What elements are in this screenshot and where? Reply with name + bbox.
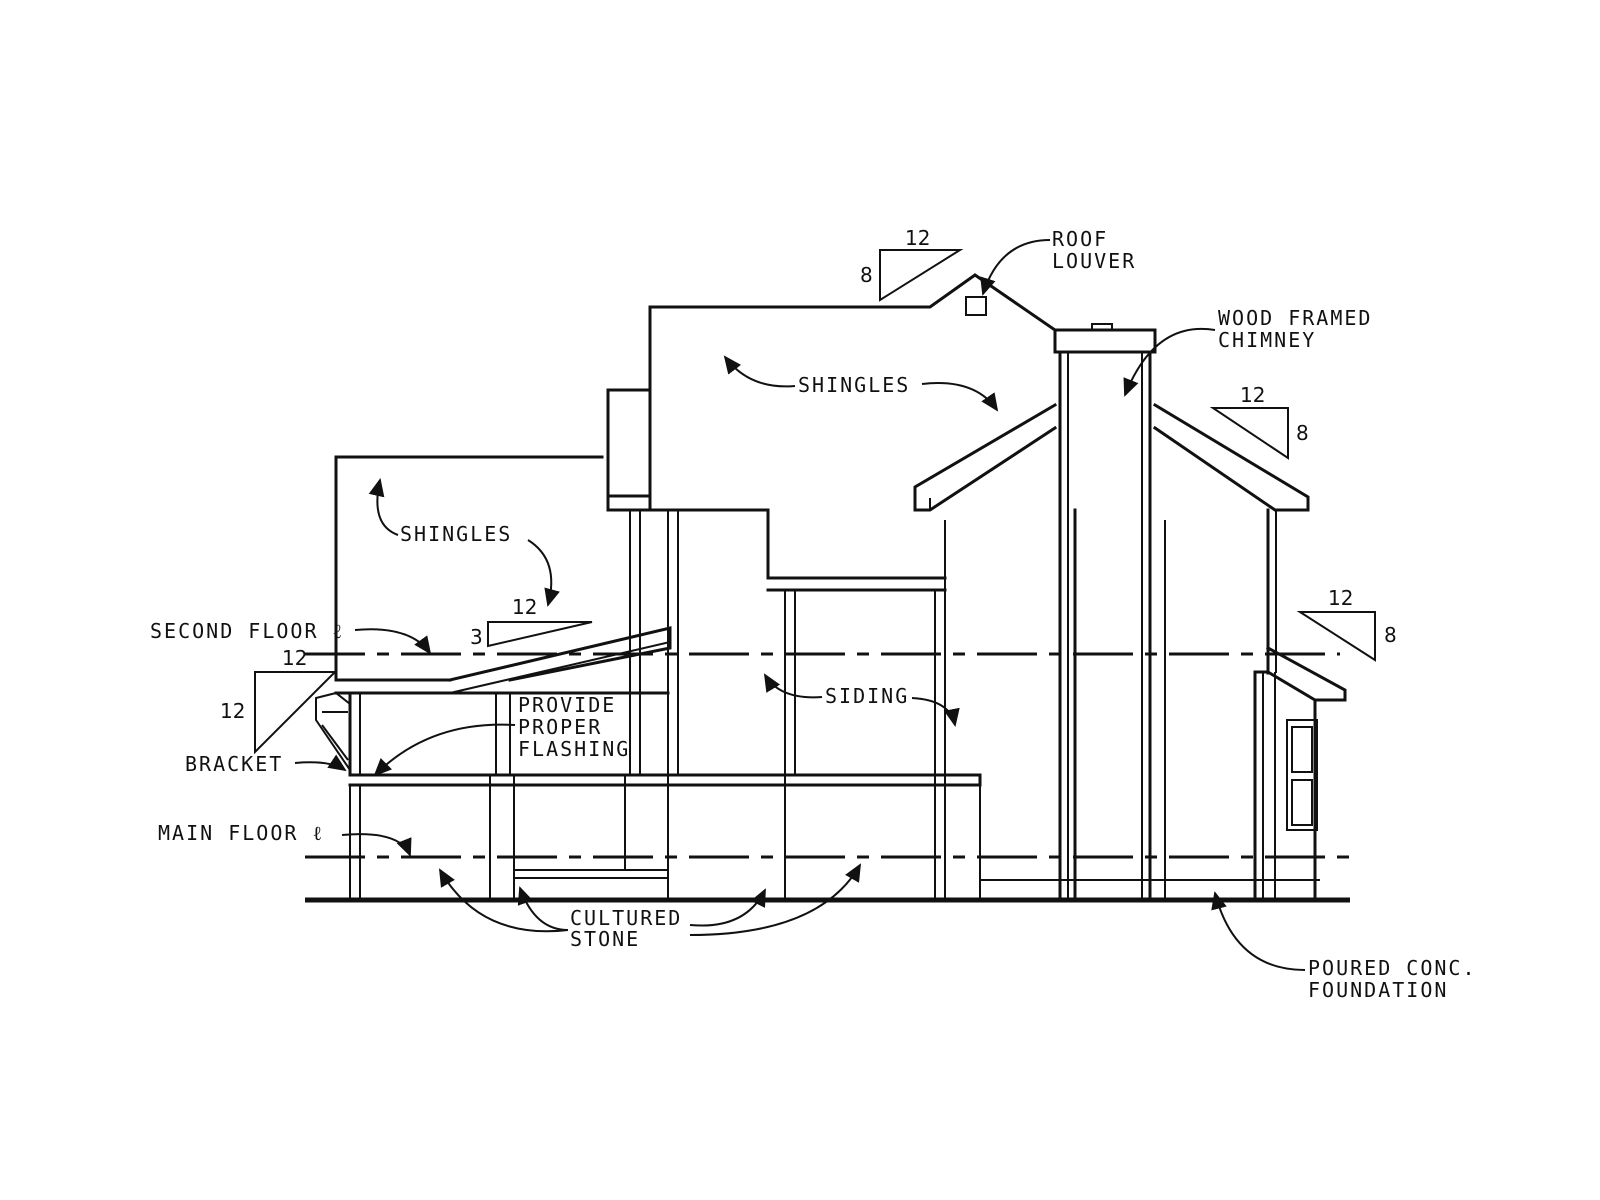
siding-label: SIDING [825,684,909,708]
pitch-main-roof: 12 8 [860,226,964,302]
roof-louver-label: ROOF [1052,227,1108,251]
cultured-stone-label-2: STONE [570,927,640,951]
porch [348,626,982,901]
left-wing [315,455,670,777]
pitch-right-wing: 12 8 [1296,586,1397,662]
gable-wing [913,402,1320,902]
flashing-label-1: PROVIDE [518,693,616,717]
pitch-run-label: 12 [1240,383,1265,407]
pitch-run-label: 12 [1328,586,1353,610]
pitch-run-label: 12 [282,646,307,670]
roof-louver-label-2: LOUVER [1052,249,1136,273]
pitch-porch-roof: 12 3 [470,595,593,649]
shingles-upper-label: SHINGLES [798,373,910,397]
pitch-rise-label: 8 [860,263,873,287]
pitch-rise-label: 12 [220,699,245,723]
pitch-chimney-gable: 12 8 [1209,383,1309,460]
leader-lines [294,239,1306,971]
pitch-rise-label: 8 [1384,623,1397,647]
bracket-label: BRACKET [185,752,283,776]
cultured-stone-label: CULTURED [570,906,682,930]
flashing-label-2: PROPER [518,715,602,739]
pitch-rise-label: 8 [1296,421,1309,445]
second-floor-label: SECOND FLOOR ℓ [150,619,344,643]
pitch-rise-label: 3 [470,625,483,649]
shingles-lower-label: SHINGLES [400,522,512,546]
foundation-label-2: FOUNDATION [1308,978,1448,1002]
foundation-label: POURED CONC. [1308,956,1477,980]
right-wing [1253,645,1347,902]
chimney-label-2: CHIMNEY [1218,328,1316,352]
pitch-run-label: 12 [512,595,537,619]
pitch-run-label: 12 [905,226,930,250]
pitch-left-eave: 12 12 [220,646,338,755]
flashing-label-3: FLASHING [518,737,630,761]
chimney-label: WOOD FRAMED [1218,306,1372,330]
central-block [606,273,1058,900]
chimney [1053,323,1157,902]
main-floor-label: MAIN FLOOR ℓ [158,821,324,845]
